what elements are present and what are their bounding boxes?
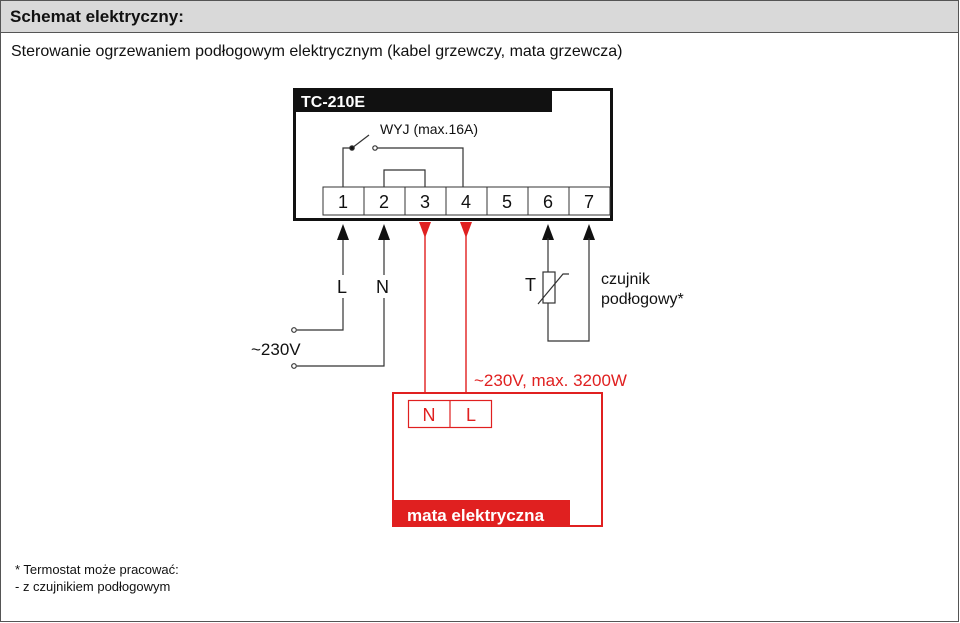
controller-box: TC-210E WYJ (max.16A) 1 2 3 4 5 6 (293, 88, 613, 221)
arrow-up-icon (337, 224, 349, 240)
arrow-up-icon (378, 224, 390, 240)
header-bar (1, 1, 958, 32)
terminal-2: 2 (379, 192, 389, 212)
terminal-1: 1 (338, 192, 348, 212)
mat-terminal-l: L (466, 405, 476, 425)
panel-title: Schemat elektryczny: (10, 7, 184, 26)
sensor-symbol: T (525, 275, 536, 295)
load-wiring (424, 236, 467, 400)
footnote-line2: - z czujnikiem podłogowym (15, 579, 170, 594)
controller-model: TC-210E (301, 94, 365, 111)
arrow-down-icon (460, 222, 472, 238)
neutral-label: N (376, 277, 389, 297)
mat-terminal-n: N (423, 405, 436, 425)
arrow-up-icon (583, 224, 595, 240)
supply-voltage: ~230V (251, 340, 301, 359)
mat-label-bar (392, 500, 570, 527)
relay-contact-icon (342, 134, 464, 187)
relay-label: WYJ (max.16A) (380, 121, 478, 137)
sensor-label-line2: podłogowy* (601, 291, 684, 308)
terminal-4: 4 (461, 192, 471, 212)
load-rating: ~230V, max. 3200W (474, 371, 627, 390)
footnote-line1: * Termostat może pracować: (15, 562, 179, 577)
sensor-label-line1: czujnik (601, 271, 651, 288)
thermistor-icon (537, 273, 569, 305)
heating-mat-box: N L mata elektryczna (392, 392, 603, 527)
diagram-subtitle: Sterowanie ogrzewaniem podłogowym elektr… (11, 43, 623, 60)
controller-title-bar (294, 89, 552, 112)
line-label: L (337, 277, 347, 297)
arrow-up-icon (542, 224, 554, 240)
terminal-3: 3 (420, 192, 430, 212)
terminal-7: 7 (584, 192, 594, 212)
arrow-down-icon (419, 222, 431, 238)
terminal-6: 6 (543, 192, 553, 212)
terminal-block: 1 2 3 4 5 6 7 (322, 186, 611, 216)
supply-wiring (291, 238, 385, 369)
terminal-5: 5 (502, 192, 512, 212)
mat-label: mata elektryczna (407, 506, 545, 525)
